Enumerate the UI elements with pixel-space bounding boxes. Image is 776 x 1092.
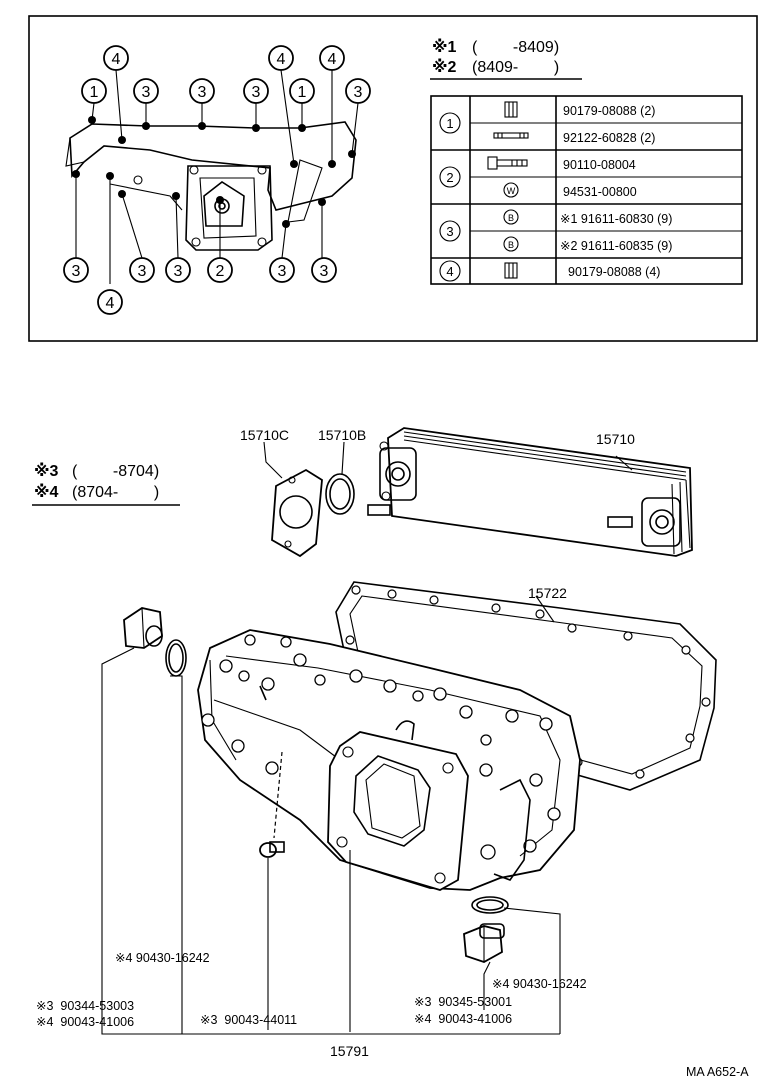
callout-4: 4 [103,45,129,71]
small-bolt [259,841,285,858]
svg-text:3: 3 [354,84,363,101]
table-ref-4: 4 [439,260,461,282]
gasket-15710c [263,441,323,558]
table-ref-3: 3 [439,220,461,242]
label-90430-16242-right: ※4 90430-16242 [492,977,587,991]
svg-text:2: 2 [216,263,225,280]
oil-cooler-cover-15791 [197,629,581,891]
callout-4: 4 [268,45,294,71]
oring-15710b [325,441,355,515]
bolt-b-icon: B [503,236,519,252]
svg-text:4: 4 [328,51,337,68]
callout-3: 3 [243,78,269,104]
nut-icon [504,101,518,118]
part-number: 90110-08004 [563,158,636,172]
callout-3: 3 [345,78,371,104]
variant-range-2: (8409- ) [472,59,559,76]
svg-text:2: 2 [446,170,453,185]
label-90345-53001: ※3 90345-53001 [414,995,512,1009]
table-ref-1: 1 [439,112,461,134]
svg-text:3: 3 [174,263,183,280]
washer-w-icon: W [503,182,519,198]
label-90344-53003: ※3 90344-53003 [36,999,134,1013]
svg-text:4: 4 [277,51,286,68]
label-90043-41006-left: ※4 90043-41006 [36,1015,134,1029]
label-15791: 15791 [330,1043,369,1059]
svg-text:4: 4 [112,51,121,68]
svg-text:3: 3 [446,224,453,239]
callout-3: 3 [311,257,337,283]
callout-3: 3 [133,78,159,104]
svg-text:3: 3 [72,263,81,280]
variant-range-4: (8704- ) [72,484,159,501]
callout-1: 1 [81,78,107,104]
svg-text:3: 3 [198,84,207,101]
part-number: ※2 91611-60835 (9) [560,239,672,253]
variant-range-3: ( -8704) [72,463,159,480]
label-15710c: 15710C [240,427,289,443]
oil-cooler-15710 [367,427,693,557]
svg-text:3: 3 [320,263,329,280]
svg-text:4: 4 [446,264,453,279]
variant-mark-4: ※4 [34,483,59,501]
main-variant-legend: ※3 ( -8704) ※4 (8704- ) [32,462,180,506]
svg-text:3: 3 [138,263,147,280]
leader-lines [101,647,561,1035]
callout-3: 3 [165,257,191,283]
drain-plug-right [463,896,509,963]
svg-text:W: W [507,186,516,196]
inset-frame [28,15,758,342]
stud-icon [493,132,529,139]
svg-text:1: 1 [446,116,453,131]
callout-3: 3 [189,78,215,104]
svg-text:1: 1 [298,84,307,101]
bolt-b-icon: B [503,209,519,225]
table-ref-2: 2 [439,166,461,188]
part-number: 90179-08088 (2) [563,104,655,118]
svg-text:4: 4 [106,295,115,312]
variant-mark-2: ※2 [432,58,457,76]
bolt-icon [487,156,528,170]
label-90043-44011: ※3 90043-44011 [200,1013,297,1027]
variant-mark-3: ※3 [34,462,59,480]
label-15710b: 15710B [318,427,366,443]
inset-callouts: 1 4 3 3 3 1 4 4 3 3 4 3 3 2 3 3 [63,45,371,315]
svg-text:3: 3 [142,84,151,101]
svg-text:B: B [508,240,514,250]
label-15710: 15710 [596,431,635,447]
callout-2: 2 [207,257,233,283]
callout-3: 3 [269,257,295,283]
drain-plug-left [123,607,187,677]
part-number: 90179-08088 (4) [568,265,660,279]
part-labels: 15710C 15710B 15710 15722 ※4 90430-16242… [36,427,749,1079]
parts-table: 1 2 3 4 [430,95,743,285]
callout-3: 3 [129,257,155,283]
variant-mark-1: ※1 [432,38,457,56]
svg-text:1: 1 [90,84,99,101]
callout-4: 4 [97,289,123,315]
callout-3: 3 [63,257,89,283]
label-90430-16242-left: ※4 90430-16242 [115,951,210,965]
callout-4: 4 [319,45,345,71]
diagram-code: MA A652-A [686,1065,749,1079]
part-number: 92122-60828 (2) [563,131,655,145]
callout-1: 1 [289,78,315,104]
inset-variant-legend: ※1 ( -8409) ※2 (8409- ) [430,38,582,80]
label-15722: 15722 [528,585,567,601]
label-90043-41006-right: ※4 90043-41006 [414,1012,512,1026]
svg-text:3: 3 [252,84,261,101]
svg-text:3: 3 [278,263,287,280]
nut-icon [504,262,518,279]
svg-text:B: B [508,213,514,223]
part-number: 94531-00800 [563,185,637,199]
variant-range-1: ( -8409) [472,39,559,56]
part-number: ※1 91611-60830 (9) [560,212,672,226]
